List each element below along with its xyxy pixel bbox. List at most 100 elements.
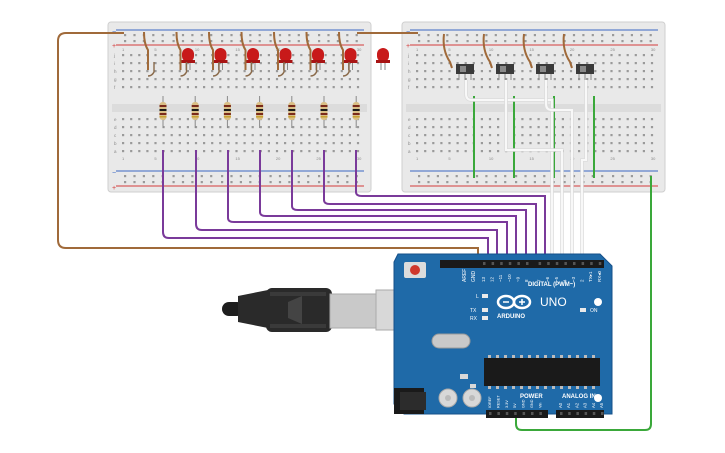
breadboard-hole[interactable] bbox=[332, 70, 335, 73]
rail-hole[interactable] bbox=[124, 175, 127, 178]
rail-hole[interactable] bbox=[297, 175, 300, 178]
breadboard-hole[interactable] bbox=[561, 78, 564, 81]
breadboard-hole[interactable] bbox=[219, 142, 222, 145]
breadboard-hole[interactable] bbox=[130, 134, 133, 137]
breadboard-hole[interactable] bbox=[138, 134, 141, 137]
rail-hole[interactable] bbox=[327, 175, 330, 178]
breadboard-hole[interactable] bbox=[634, 86, 637, 89]
rail-hole[interactable] bbox=[221, 34, 224, 37]
breadboard-hole[interactable] bbox=[497, 150, 500, 153]
rail-hole[interactable] bbox=[640, 181, 643, 184]
breadboard-hole[interactable] bbox=[178, 134, 181, 137]
breadboard-hole[interactable] bbox=[610, 134, 613, 137]
breadboard-hole[interactable] bbox=[497, 86, 500, 89]
breadboard-hole[interactable] bbox=[324, 70, 327, 73]
digital-pin[interactable] bbox=[500, 262, 503, 265]
breadboard-hole[interactable] bbox=[332, 150, 335, 153]
breadboard-hole[interactable] bbox=[211, 118, 214, 121]
rail-hole[interactable] bbox=[446, 34, 449, 37]
breadboard-hole[interactable] bbox=[130, 118, 133, 121]
breadboard-hole[interactable] bbox=[497, 118, 500, 121]
breadboard-hole[interactable] bbox=[154, 150, 157, 153]
breadboard-hole[interactable] bbox=[340, 126, 343, 129]
rail-hole[interactable] bbox=[533, 175, 536, 178]
rail-hole[interactable] bbox=[258, 34, 261, 37]
breadboard-hole[interactable] bbox=[488, 134, 492, 137]
breadboard-hole[interactable] bbox=[122, 118, 125, 121]
breadboard-hole[interactable] bbox=[235, 150, 238, 153]
breadboard-hole[interactable] bbox=[284, 70, 287, 73]
breadboard-hole[interactable] bbox=[356, 142, 360, 145]
breadboard-hole[interactable] bbox=[138, 126, 141, 129]
breadboard-hole[interactable] bbox=[267, 70, 270, 73]
rail-hole[interactable] bbox=[181, 34, 185, 37]
breadboard-hole[interactable] bbox=[424, 54, 427, 57]
breadboard-hole[interactable] bbox=[424, 62, 427, 65]
rail-hole[interactable] bbox=[640, 34, 643, 37]
breadboard-hole[interactable] bbox=[146, 70, 149, 73]
rail-hole[interactable] bbox=[515, 181, 518, 184]
breadboard-hole[interactable] bbox=[275, 86, 279, 89]
breadboard-hole[interactable] bbox=[154, 126, 157, 129]
breadboard-hole[interactable] bbox=[154, 134, 157, 137]
breadboard-hole[interactable] bbox=[586, 54, 589, 57]
rail-hole[interactable] bbox=[572, 181, 576, 184]
analog-pin[interactable] bbox=[560, 412, 563, 415]
breadboard-hole[interactable] bbox=[340, 86, 343, 89]
breadboard-hole[interactable] bbox=[194, 142, 198, 145]
breadboard-hole[interactable] bbox=[251, 134, 254, 137]
breadboard-hole[interactable] bbox=[505, 62, 508, 65]
resistor[interactable] bbox=[288, 96, 296, 128]
rail-hole[interactable] bbox=[418, 34, 421, 37]
breadboard-hole[interactable] bbox=[634, 78, 637, 81]
rail-hole[interactable] bbox=[582, 40, 585, 43]
breadboard-hole[interactable] bbox=[416, 70, 419, 73]
breadboard-hole[interactable] bbox=[594, 54, 597, 57]
breadboard-hole[interactable] bbox=[211, 142, 214, 145]
breadboard-hole[interactable] bbox=[488, 70, 492, 73]
rail-hole[interactable] bbox=[327, 34, 330, 37]
breadboard-hole[interactable] bbox=[448, 134, 451, 137]
breadboard-hole[interactable] bbox=[251, 78, 254, 81]
breadboard-hole[interactable] bbox=[251, 86, 254, 89]
breadboard-hole[interactable] bbox=[618, 134, 621, 137]
breadboard-hole[interactable] bbox=[130, 126, 133, 129]
digital-pin[interactable] bbox=[598, 262, 602, 265]
breadboard-hole[interactable] bbox=[275, 134, 279, 137]
breadboard-hole[interactable] bbox=[211, 86, 214, 89]
breadboard-hole[interactable] bbox=[602, 78, 605, 81]
rail-hole[interactable] bbox=[181, 40, 185, 43]
breadboard-hole[interactable] bbox=[186, 118, 189, 121]
rail-hole[interactable] bbox=[543, 181, 546, 184]
breadboard-hole[interactable] bbox=[332, 126, 335, 129]
breadboard-hole[interactable] bbox=[602, 86, 605, 89]
breadboard-hole[interactable] bbox=[219, 86, 222, 89]
breadboard-hole[interactable] bbox=[170, 78, 173, 81]
breadboard-hole[interactable] bbox=[348, 70, 351, 73]
breadboard-hole[interactable] bbox=[170, 118, 173, 121]
rail-hole[interactable] bbox=[427, 181, 430, 184]
breadboard-hole[interactable] bbox=[235, 54, 238, 57]
breadboard-hole[interactable] bbox=[227, 70, 230, 73]
rail-hole[interactable] bbox=[355, 40, 358, 43]
breadboard-hole[interactable] bbox=[186, 142, 189, 145]
breadboard-hole[interactable] bbox=[251, 142, 254, 145]
breadboard-hole[interactable] bbox=[130, 54, 133, 57]
breadboard-hole[interactable] bbox=[292, 134, 295, 137]
breadboard-hole[interactable] bbox=[219, 150, 222, 153]
breadboard-hole[interactable] bbox=[586, 78, 589, 81]
slide-switch[interactable] bbox=[522, 33, 554, 80]
breadboard-hole[interactable] bbox=[488, 86, 492, 89]
rail-hole[interactable] bbox=[297, 40, 300, 43]
rail-hole[interactable] bbox=[524, 175, 527, 178]
breadboard-hole[interactable] bbox=[537, 134, 540, 137]
breadboard-hole[interactable] bbox=[138, 62, 141, 65]
rail-hole[interactable] bbox=[455, 175, 458, 178]
breadboard-hole[interactable] bbox=[211, 134, 214, 137]
breadboard-hole[interactable] bbox=[642, 118, 645, 121]
breadboard-hole[interactable] bbox=[488, 142, 492, 145]
digital-pin[interactable] bbox=[555, 262, 559, 265]
breadboard-hole[interactable] bbox=[553, 62, 556, 65]
breadboard-hole[interactable] bbox=[594, 134, 597, 137]
breadboard-hole[interactable] bbox=[275, 142, 279, 145]
